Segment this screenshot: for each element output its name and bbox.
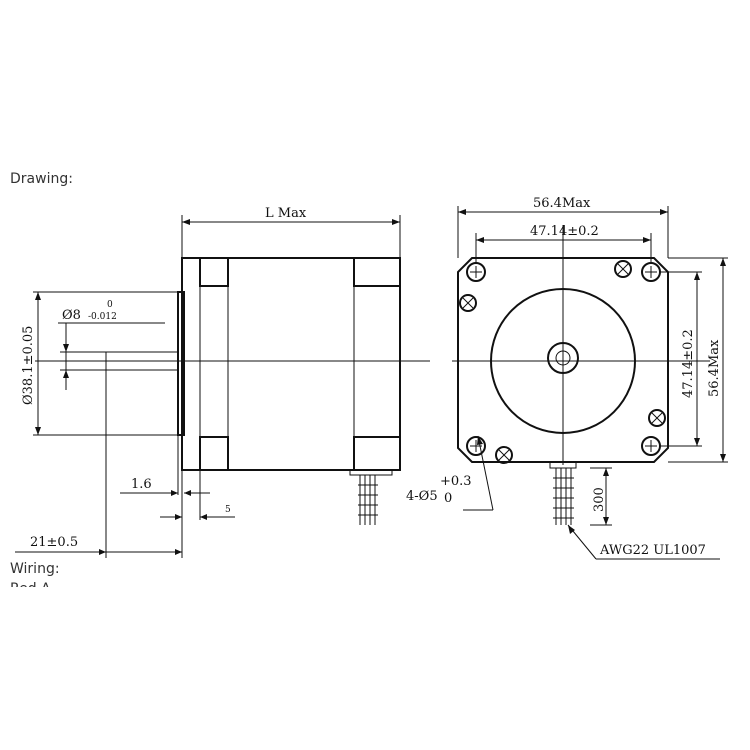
end-cap-top-right xyxy=(353,257,401,287)
screw-bottom-right xyxy=(648,409,666,427)
shaft-tol-lower: -0.012 xyxy=(88,312,117,322)
flange-diameter-label: Ø38.1±0.05 xyxy=(21,326,36,405)
end-cap-bottom-left xyxy=(199,436,229,471)
mount-hole-bottom-left xyxy=(466,436,486,456)
screw-top-left xyxy=(459,294,477,312)
flat-label: 5 xyxy=(225,505,231,515)
hole-tol-upper: +0.3 xyxy=(440,474,472,489)
shaft-diameter-label: Ø8 xyxy=(62,308,81,323)
overall-width-label: 56.4Max xyxy=(533,196,591,211)
end-cap-top-left xyxy=(199,257,229,287)
drawing-heading: Drawing: xyxy=(10,171,73,187)
front-view: 56.4Max 47.14±0.2 47.14±0.2 56.4Max 4-Ø5… xyxy=(406,196,728,560)
mount-holes-label: 4-Ø5 xyxy=(406,489,438,504)
lead-wires-front xyxy=(553,468,574,525)
motor-body-outline xyxy=(181,257,401,471)
flange-thickness-label: 1.6 xyxy=(131,477,152,492)
overall-height-label: 56.4Max xyxy=(707,339,722,397)
shaft-tol-upper: 0 xyxy=(107,300,113,310)
length-label: L Max xyxy=(265,206,307,221)
mount-hole-top-left xyxy=(466,262,486,282)
hole-spacing-h-label: 47.14±0.2 xyxy=(530,224,599,239)
lead-wires-side xyxy=(358,475,378,525)
lead-length-label: 300 xyxy=(592,487,607,512)
screw-bottom-left xyxy=(495,446,513,464)
screw-top-right xyxy=(614,260,632,278)
side-view: L Max Ø38.1±0.05 Ø8 0 -0.012 1.6 5 xyxy=(15,206,430,558)
wiring-partial-line: Red A xyxy=(10,578,51,587)
end-cap-bottom-right xyxy=(353,436,401,471)
mount-hole-bottom-right xyxy=(641,436,661,456)
hole-tol-lower: 0 xyxy=(444,491,452,506)
shaft-length-label: 21±0.5 xyxy=(30,535,78,550)
wiring-heading: Wiring: xyxy=(10,561,60,577)
mount-hole-top-right xyxy=(641,262,661,282)
hole-spacing-v-label: 47.14±0.2 xyxy=(681,329,696,398)
front-square-outline xyxy=(457,257,669,463)
wire-spec-label: AWG22 UL1007 xyxy=(599,543,706,558)
